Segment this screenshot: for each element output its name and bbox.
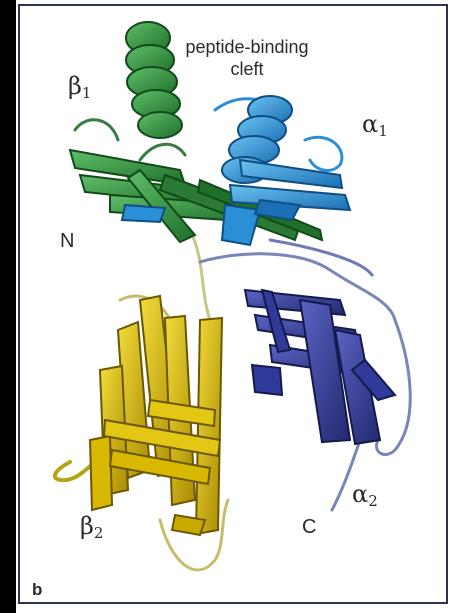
label-alpha2-symbol: α — [352, 480, 368, 508]
label-alpha2: α2 — [352, 480, 378, 510]
label-alpha1-symbol: α — [362, 110, 378, 138]
label-alpha2-subscript: 2 — [368, 492, 378, 510]
label-alpha1-subscript: 1 — [378, 122, 388, 140]
label-beta2-symbol: β — [80, 512, 94, 540]
label-beta1: β1 — [68, 72, 91, 102]
panel-letter: b — [32, 580, 42, 600]
alpha2-domain — [245, 290, 395, 444]
label-beta1-subscript: 1 — [82, 84, 92, 102]
label-alpha1: α1 — [362, 110, 388, 140]
label-c-terminus: C — [302, 516, 316, 539]
label-cleft-line2: cleft — [172, 58, 322, 80]
label-n-terminus: N — [60, 230, 74, 253]
label-beta2-subscript: 2 — [94, 524, 104, 542]
label-cleft-line1: peptide-binding — [172, 36, 322, 58]
label-beta2: β2 — [80, 512, 103, 542]
beta2-domain — [90, 296, 222, 535]
label-beta1-symbol: β — [68, 72, 82, 100]
label-peptide-binding-cleft: peptide-binding cleft — [172, 36, 322, 80]
